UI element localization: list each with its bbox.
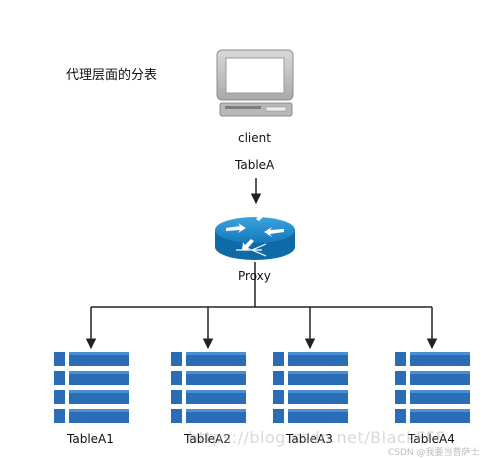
table-row — [410, 390, 470, 404]
table-row-key — [395, 371, 406, 385]
table-row-highlight — [186, 390, 246, 393]
proxy-label: Proxy — [238, 269, 271, 283]
table-row-key — [273, 409, 284, 423]
computer-icon — [216, 49, 294, 117]
table-row — [288, 409, 348, 423]
table-icon — [395, 352, 470, 423]
table-row-highlight — [69, 409, 129, 412]
table-row-highlight — [69, 371, 129, 374]
table-row-key — [273, 371, 284, 385]
table-row-highlight — [186, 371, 246, 374]
table-row-key — [395, 409, 406, 423]
table-row — [69, 409, 129, 423]
table-row-key — [54, 352, 65, 366]
table-label-4: TableA4 — [408, 432, 455, 446]
table-row — [69, 390, 129, 404]
table-row-key — [171, 390, 182, 404]
table-row — [410, 352, 470, 366]
table-row-key — [171, 371, 182, 385]
table-row-highlight — [410, 371, 470, 374]
table-row-key — [54, 409, 65, 423]
table-row — [288, 371, 348, 385]
table-row-highlight — [69, 352, 129, 355]
table-row — [288, 352, 348, 366]
table-icon — [273, 352, 348, 423]
table-label-2: TableA2 — [184, 432, 231, 446]
table-row-highlight — [288, 371, 348, 374]
table-row-key — [395, 352, 406, 366]
client-label: client — [238, 131, 271, 145]
table-row-key — [273, 352, 284, 366]
watermark-small: CSDN @我要当菩萨士 — [388, 448, 480, 458]
table-row-highlight — [288, 352, 348, 355]
table-row — [288, 390, 348, 404]
table-row-highlight — [186, 352, 246, 355]
table-row-highlight — [69, 390, 129, 393]
table-row-highlight — [410, 390, 470, 393]
table-row — [410, 409, 470, 423]
table-row-key — [54, 390, 65, 404]
table-row-key — [273, 390, 284, 404]
table-row — [186, 390, 246, 404]
table-row-key — [171, 409, 182, 423]
table-label-1: TableA1 — [67, 432, 114, 446]
table-row — [186, 409, 246, 423]
table-row-highlight — [288, 390, 348, 393]
table-row — [69, 352, 129, 366]
router-icon — [215, 210, 295, 260]
table-row-highlight — [288, 409, 348, 412]
table-icon — [54, 352, 129, 423]
table-row-key — [171, 352, 182, 366]
table-icons — [54, 352, 470, 423]
edge-label: TableA — [235, 158, 275, 172]
table-row — [410, 371, 470, 385]
table-row-key — [395, 390, 406, 404]
watermark: https://blog.csdn.net/BlackFFF — [188, 428, 446, 447]
table-row — [186, 371, 246, 385]
table-row — [69, 371, 129, 385]
table-label-3: TableA3 — [286, 432, 333, 446]
table-row-highlight — [410, 409, 470, 412]
table-row-highlight — [410, 352, 470, 355]
table-icon — [171, 352, 246, 423]
table-row — [186, 352, 246, 366]
table-row-key — [54, 371, 65, 385]
table-row-highlight — [186, 409, 246, 412]
diagram-caption: 代理层面的分表 — [66, 68, 158, 83]
